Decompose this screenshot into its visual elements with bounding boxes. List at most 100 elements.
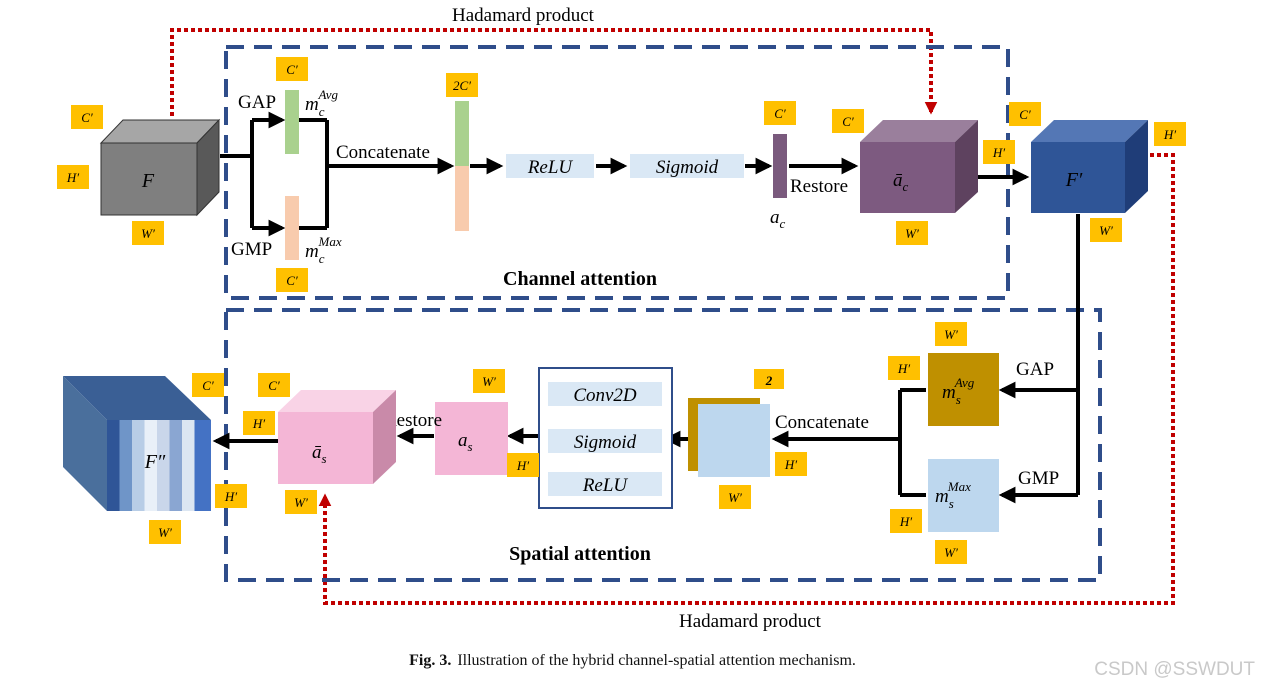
tag-w-prime: W′ bbox=[473, 369, 505, 393]
svg-text:2C′: 2C′ bbox=[453, 78, 471, 93]
tag-two: 2 bbox=[754, 369, 784, 389]
tag-h-prime: H′ bbox=[57, 165, 89, 189]
figure-caption: Fig. 3.Illustration of the hybrid channe… bbox=[0, 652, 1265, 670]
restore-label-channel: Restore bbox=[790, 176, 848, 197]
a-bar-s-label: ās bbox=[312, 442, 327, 466]
restore-label-spatial: Restore bbox=[384, 410, 442, 431]
svg-text:W′: W′ bbox=[944, 327, 958, 342]
svg-text:H′: H′ bbox=[897, 361, 910, 376]
dimension-tags: C′ H′ W′ C′ C′ 2C′ C′ C′ H′ W′ C′ H′ W′ … bbox=[57, 57, 1186, 564]
tag-w-prime: W′ bbox=[1090, 218, 1122, 242]
concat-map-front bbox=[698, 404, 770, 477]
svg-text:W′: W′ bbox=[294, 495, 308, 510]
svg-text:H′: H′ bbox=[224, 489, 237, 504]
spatial-attention-box bbox=[224, 308, 1102, 582]
svg-text:C′: C′ bbox=[202, 378, 214, 393]
svg-text:W′: W′ bbox=[141, 226, 155, 241]
a-bar-c-cube: āc bbox=[860, 120, 978, 213]
svg-text:W′: W′ bbox=[1099, 223, 1113, 238]
svg-text:H′: H′ bbox=[1163, 127, 1176, 142]
gmp-label-spatial: GMP bbox=[1018, 468, 1059, 489]
a-bar-s-cube: ās bbox=[278, 390, 396, 484]
tag-w-prime: W′ bbox=[719, 485, 751, 509]
svg-text:W′: W′ bbox=[482, 374, 496, 389]
svg-text:W′: W′ bbox=[905, 226, 919, 241]
hadamard-line-top bbox=[170, 28, 938, 116]
hadamard-label-top: Hadamard product bbox=[452, 5, 595, 26]
tag-h-prime: H′ bbox=[507, 453, 539, 477]
a-bar-c-label: āc bbox=[893, 170, 909, 194]
f-double-prime-output: F″ bbox=[63, 376, 211, 511]
channel-attention-title: Channel attention bbox=[503, 268, 657, 290]
f-double-prime-label: F″ bbox=[144, 451, 166, 473]
tag-two-c-prime: 2C′ bbox=[446, 73, 478, 97]
tag-c-prime: C′ bbox=[258, 373, 290, 397]
m-s-avg-box bbox=[928, 353, 999, 426]
tag-c-prime: C′ bbox=[764, 101, 796, 125]
svg-text:H′: H′ bbox=[66, 170, 79, 185]
tag-c-prime: C′ bbox=[1009, 102, 1041, 126]
svg-text:2: 2 bbox=[765, 373, 773, 388]
tag-h-prime: H′ bbox=[775, 452, 807, 476]
tag-h-prime: H′ bbox=[243, 411, 275, 435]
tag-c-prime: C′ bbox=[276, 57, 308, 81]
f-label: F bbox=[141, 170, 155, 192]
gap-bar-channel bbox=[285, 90, 299, 154]
gmp-label-channel: GMP bbox=[231, 239, 272, 260]
m-s-max-label: msMax bbox=[935, 479, 971, 511]
svg-text:C′: C′ bbox=[774, 106, 786, 121]
svg-text:C′: C′ bbox=[268, 378, 280, 393]
tag-h-prime: H′ bbox=[215, 484, 247, 508]
tag-c-prime: C′ bbox=[192, 373, 224, 397]
svg-text:W′: W′ bbox=[944, 545, 958, 560]
figure-label: Fig. 3. bbox=[409, 652, 452, 669]
svg-text:C′: C′ bbox=[286, 62, 298, 77]
tag-w-prime: W′ bbox=[935, 540, 967, 564]
concat-bar-bottom bbox=[455, 166, 469, 231]
m-s-max-box bbox=[928, 459, 999, 532]
watermark: CSDN @SSWDUT bbox=[1094, 659, 1255, 680]
tag-c-prime: C′ bbox=[276, 268, 308, 292]
svg-text:C′: C′ bbox=[842, 114, 854, 129]
tag-w-prime: W′ bbox=[132, 221, 164, 245]
tag-w-prime: W′ bbox=[285, 490, 317, 514]
gap-label-channel: GAP bbox=[238, 92, 276, 113]
concatenate-label-channel: Concatenate bbox=[336, 142, 430, 163]
hadamard-label-bottom: Hadamard product bbox=[679, 611, 822, 632]
tag-h-prime: H′ bbox=[983, 140, 1015, 164]
a-c-bar bbox=[773, 134, 787, 198]
a-s-box bbox=[435, 402, 508, 475]
f-prime-label: F′ bbox=[1065, 169, 1083, 191]
svg-text:W′: W′ bbox=[728, 490, 742, 505]
m-c-avg-label: mcAvg bbox=[305, 87, 339, 119]
svg-text:H′: H′ bbox=[992, 145, 1005, 160]
conv2d-box bbox=[548, 382, 662, 406]
conv2d-label: Conv2D bbox=[573, 385, 637, 406]
a-s-label: as bbox=[458, 430, 473, 454]
m-s-avg-label: msAvg bbox=[942, 375, 975, 407]
sigmoid-label-spatial: Sigmoid bbox=[574, 432, 637, 453]
svg-text:H′: H′ bbox=[516, 458, 529, 473]
relu-box-channel bbox=[506, 154, 594, 178]
sigmoid-box-spatial bbox=[548, 429, 662, 453]
sigmoid-box-channel bbox=[630, 154, 744, 178]
channel-connectors bbox=[220, 111, 1030, 237]
tag-c-prime: C′ bbox=[832, 109, 864, 133]
m-c-max-label: mcMax bbox=[305, 234, 342, 266]
svg-text:C′: C′ bbox=[1019, 107, 1031, 122]
a-c-label: ac bbox=[770, 207, 786, 231]
svg-text:C′: C′ bbox=[81, 110, 93, 125]
tag-h-prime: H′ bbox=[1154, 122, 1186, 146]
f-prime-cube: F′ bbox=[1031, 120, 1148, 213]
hadamard-line-bottom bbox=[318, 153, 1175, 605]
tag-w-prime: W′ bbox=[149, 520, 181, 544]
gap-label-spatial: GAP bbox=[1016, 359, 1054, 380]
channel-attention-box bbox=[224, 45, 1010, 300]
svg-text:H′: H′ bbox=[899, 514, 912, 529]
svg-text:H′: H′ bbox=[784, 457, 797, 472]
svg-text:C′: C′ bbox=[286, 273, 298, 288]
concat-bar-top bbox=[455, 101, 469, 166]
gmp-bar-channel bbox=[285, 196, 299, 260]
tag-w-prime: W′ bbox=[935, 322, 967, 346]
